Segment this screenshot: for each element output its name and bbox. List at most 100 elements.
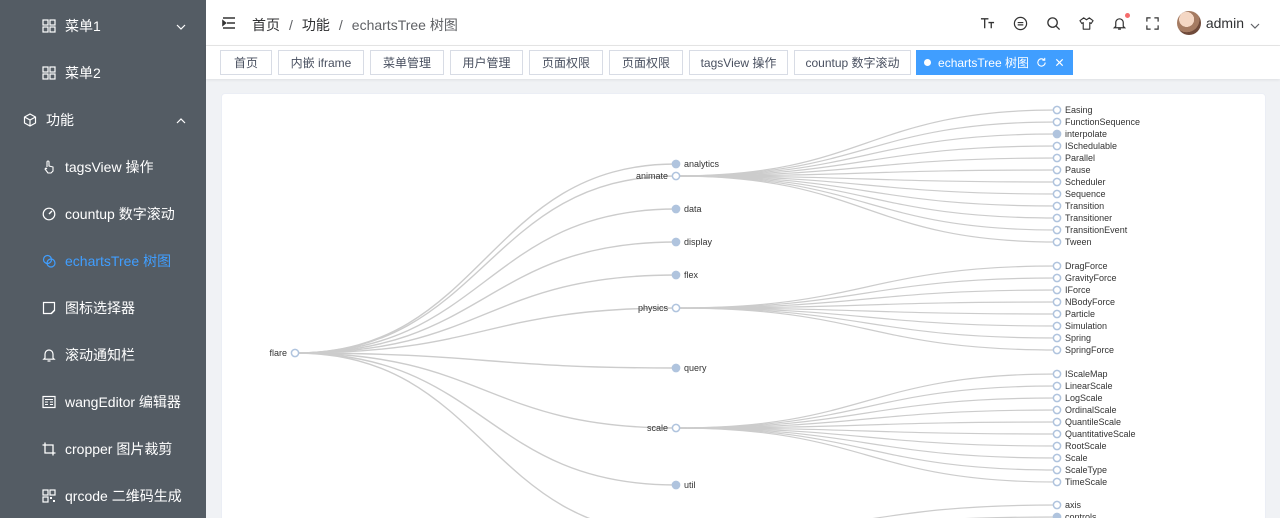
breadcrumb-feature[interactable]: 功能 [301, 17, 330, 33]
tree-leaf-node[interactable] [1052, 393, 1062, 403]
theme-icon[interactable] [1013, 15, 1029, 31]
sidebar-item[interactable]: cropper 图片裁剪 [0, 425, 206, 472]
sidebar-item[interactable]: qrcode 二维码生成 [0, 472, 206, 518]
tag-item[interactable]: 首页 [220, 50, 272, 75]
tree-branch-node[interactable] [671, 204, 681, 214]
sidebar-item-label: wangEditor 编辑器 [65, 393, 181, 410]
tree-leaf-node[interactable] [1052, 500, 1062, 510]
fullscreen-icon[interactable] [1145, 15, 1161, 31]
search-icon[interactable] [1046, 15, 1062, 31]
breadcrumb-home[interactable]: 首页 [252, 17, 280, 33]
tag-item[interactable]: countup 数字滚动 [794, 50, 911, 75]
tree-leaf-node[interactable] [1052, 201, 1062, 211]
tree-link [675, 385, 1058, 429]
tag-item[interactable]: 页面权限 [529, 50, 603, 75]
tag-item[interactable]: 用户管理 [450, 50, 523, 75]
tree-leaf-node[interactable] [1052, 213, 1062, 223]
tree-leaf-node[interactable] [1052, 189, 1062, 199]
tree-leaf-label: DragForce [1065, 261, 1108, 271]
username[interactable]: admin [1205, 15, 1244, 31]
tree-leaf-node[interactable] [1052, 105, 1062, 115]
sidebar-item[interactable]: 菜单1 [0, 2, 206, 49]
tree-leaf-node[interactable] [1052, 381, 1062, 391]
tag-label: 页面权限 [541, 56, 590, 70]
tree-leaf-node[interactable] [1052, 405, 1062, 415]
tree-link [675, 145, 1058, 177]
tree-branch-node[interactable] [671, 171, 681, 181]
tag-item[interactable]: echartsTree 树图 [916, 50, 1073, 75]
tree-link [675, 307, 1058, 339]
tree-leaf-node[interactable] [1052, 297, 1062, 307]
tree-leaf-label: IScaleMap [1065, 369, 1108, 379]
sidebar-item[interactable]: wangEditor 编辑器 [0, 378, 206, 425]
tree-leaf-node[interactable] [1052, 321, 1062, 331]
skin-icon[interactable] [1079, 15, 1095, 31]
tree-leaf-node[interactable] [1052, 477, 1062, 487]
sidebar-item[interactable]: 滚动通知栏 [0, 331, 206, 378]
grid-icon [42, 65, 56, 80]
tree-branch-node[interactable] [671, 480, 681, 490]
tree-leaf-node[interactable] [1052, 465, 1062, 475]
sidebar-item[interactable]: tagsView 操作 [0, 143, 206, 190]
sidebar-item[interactable]: echartsTree 树图 [0, 237, 206, 284]
tree-leaf-label: FunctionSequence [1065, 117, 1140, 127]
sidebar-item[interactable]: 功能 [0, 96, 206, 143]
picker-icon [42, 301, 56, 315]
tree-leaf-node[interactable] [1052, 117, 1062, 127]
refresh-icon[interactable] [1036, 57, 1047, 68]
tree-leaf-node[interactable] [1052, 309, 1062, 319]
bell-icon[interactable] [1112, 13, 1130, 31]
tree-leaf-node[interactable] [1052, 141, 1062, 151]
tree-leaf-node[interactable] [1052, 129, 1062, 139]
tree-link [675, 109, 1058, 177]
sidebar-item[interactable]: countup 数字滚动 [0, 190, 206, 237]
tree-leaf-node[interactable] [1052, 237, 1062, 247]
sidebar-item-label: 滚动通知栏 [65, 346, 135, 363]
tree-leaf-node[interactable] [1052, 273, 1062, 283]
tree-leaf-node[interactable] [1052, 261, 1062, 271]
sidebar-item[interactable]: 图标选择器 [0, 284, 206, 331]
tree-leaf-node[interactable] [1052, 345, 1062, 355]
tree-link [675, 175, 1058, 231]
tree-branch-node[interactable] [671, 363, 681, 373]
close-icon[interactable] [1054, 57, 1065, 68]
avatar[interactable] [1176, 11, 1201, 35]
tree-leaf-node[interactable] [1052, 369, 1062, 379]
tag-item[interactable]: 页面权限 [609, 50, 683, 75]
chevron-down-icon[interactable] [1250, 18, 1260, 29]
tree-branch-node[interactable] [671, 423, 681, 433]
tree-branch-node[interactable] [671, 270, 681, 280]
tag-item[interactable]: tagsView 操作 [689, 50, 788, 75]
grid-icon [42, 18, 56, 33]
tag-item[interactable]: 内嵌 iframe [278, 50, 364, 75]
gauge-icon [42, 207, 56, 221]
tree-branch-node[interactable] [671, 159, 681, 169]
tree-leaf-node[interactable] [1052, 441, 1062, 451]
tree-branch-node[interactable] [671, 237, 681, 247]
tree-leaf-label: controls [1065, 512, 1097, 518]
tree-leaf-node[interactable] [1052, 333, 1062, 343]
tree-branch-node[interactable] [671, 303, 681, 313]
tree-leaf-node[interactable] [1052, 225, 1062, 235]
tree-chart[interactable]: analyticsEasingFunctionSequenceinterpola… [222, 94, 1267, 518]
tree-leaf-node[interactable] [1052, 165, 1062, 175]
font-size-icon[interactable] [980, 15, 996, 31]
tree-leaf-node[interactable] [1052, 285, 1062, 295]
tree-root-label: flare [269, 348, 287, 358]
tree-leaf-node[interactable] [1052, 453, 1062, 463]
tree-leaf-node[interactable] [1052, 512, 1062, 518]
tree-leaf-node[interactable] [1052, 417, 1062, 427]
tree-leaf-label: LogScale [1065, 393, 1103, 403]
tree-leaf-node[interactable] [1052, 429, 1062, 439]
tree-leaf-label: Spring [1065, 333, 1091, 343]
tree-leaf-node[interactable] [1052, 177, 1062, 187]
tag-label: countup 数字滚动 [805, 56, 900, 70]
tag-item[interactable]: 菜单管理 [370, 50, 444, 75]
tree-leaf-node[interactable] [1052, 153, 1062, 163]
sidebar-item[interactable]: 菜单2 [0, 49, 206, 96]
editor-icon [42, 395, 56, 409]
hamburger-icon[interactable] [222, 16, 236, 30]
tree-root-node[interactable] [290, 348, 300, 358]
